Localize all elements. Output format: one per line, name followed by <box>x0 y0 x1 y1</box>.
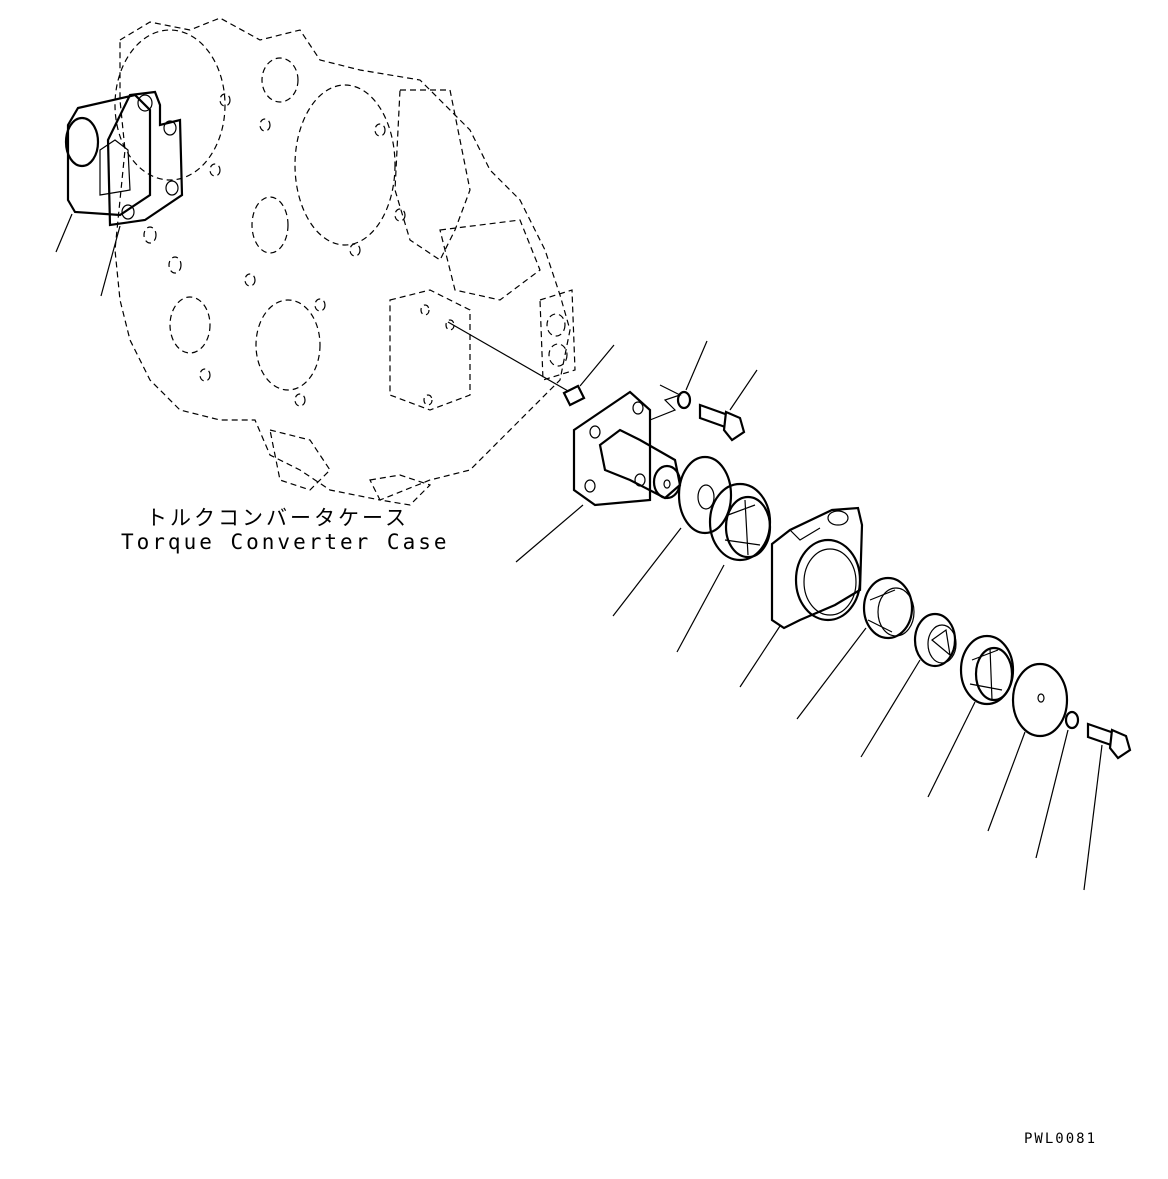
dowel-pin <box>562 344 615 407</box>
retainer-plate <box>987 662 1069 832</box>
bolt-link-line <box>649 384 682 421</box>
bearing-cone <box>860 612 957 758</box>
thrust-washer <box>612 455 733 617</box>
torque-converter-case <box>114 17 576 506</box>
case-label-japanese: トルクコンバータケース <box>146 506 409 530</box>
bolt-upper <box>698 369 758 442</box>
bearing-housing <box>739 506 864 688</box>
seal-front <box>676 482 772 653</box>
installed-mount-assembly <box>55 90 184 297</box>
drawing-code: PWL0081 <box>1024 1131 1098 1147</box>
washer-upper <box>676 340 708 410</box>
washer-lower <box>1035 710 1080 859</box>
seal-rear <box>927 634 1015 798</box>
bolt-lower <box>1083 722 1132 891</box>
bearing-outer-race <box>796 576 915 720</box>
case-label-english: Torque Converter Case <box>121 530 450 554</box>
